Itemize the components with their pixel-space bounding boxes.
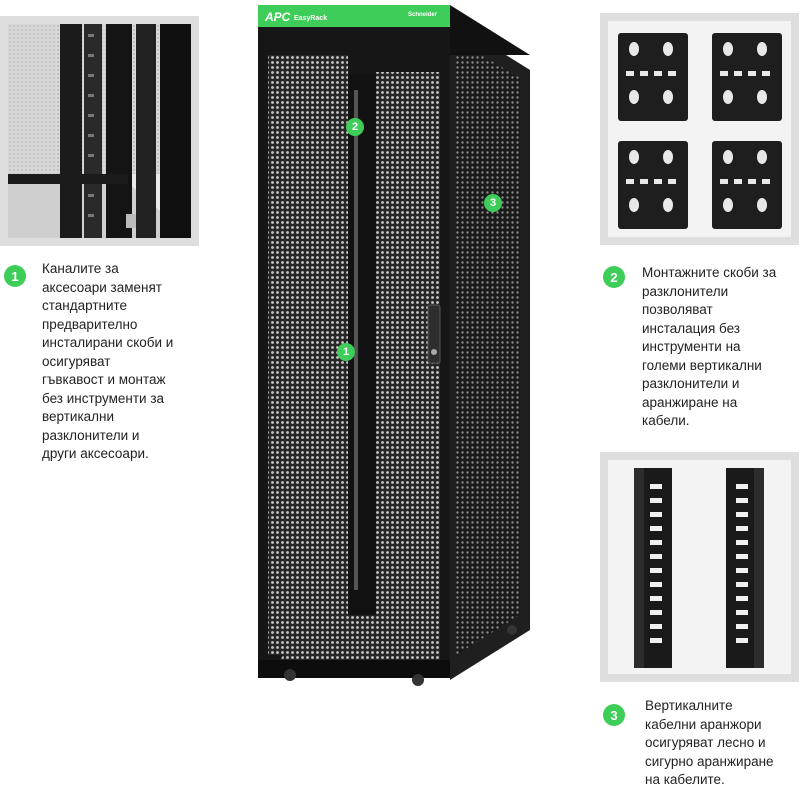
cable-managers-photo bbox=[600, 452, 799, 682]
callout-1-text: Каналите за аксесоари заменят стандартни… bbox=[42, 261, 174, 461]
mounting-brackets-photo bbox=[600, 13, 799, 245]
rack-callout-3-badge: 3 bbox=[484, 194, 502, 212]
callout-2-text: Монтажните скоби за разклонители позволя… bbox=[642, 265, 777, 428]
accessory-channel-image bbox=[8, 24, 191, 238]
callout-2-badge: 2 bbox=[603, 266, 625, 288]
rack-callout-2-badge: 2 bbox=[346, 118, 364, 136]
rack-callout-1-badge: 1 bbox=[337, 343, 355, 361]
accessory-channel-photo bbox=[0, 16, 199, 246]
product-name: EasyRack bbox=[294, 15, 327, 22]
cable-managers-image bbox=[608, 460, 791, 674]
callout-3-text: Вертикалните кабелни аранжори осигуряват… bbox=[645, 698, 774, 787]
callout-3-badge: 3 bbox=[603, 704, 625, 726]
brand-bar bbox=[258, 5, 450, 27]
rack-cabinet-image: APC EasyRack Schneider bbox=[258, 5, 530, 686]
apc-logo: APC bbox=[264, 10, 291, 24]
callout-1-badge: 1 bbox=[4, 265, 26, 287]
mounting-brackets-image bbox=[608, 21, 791, 237]
schneider-logo: Schneider bbox=[408, 12, 438, 18]
